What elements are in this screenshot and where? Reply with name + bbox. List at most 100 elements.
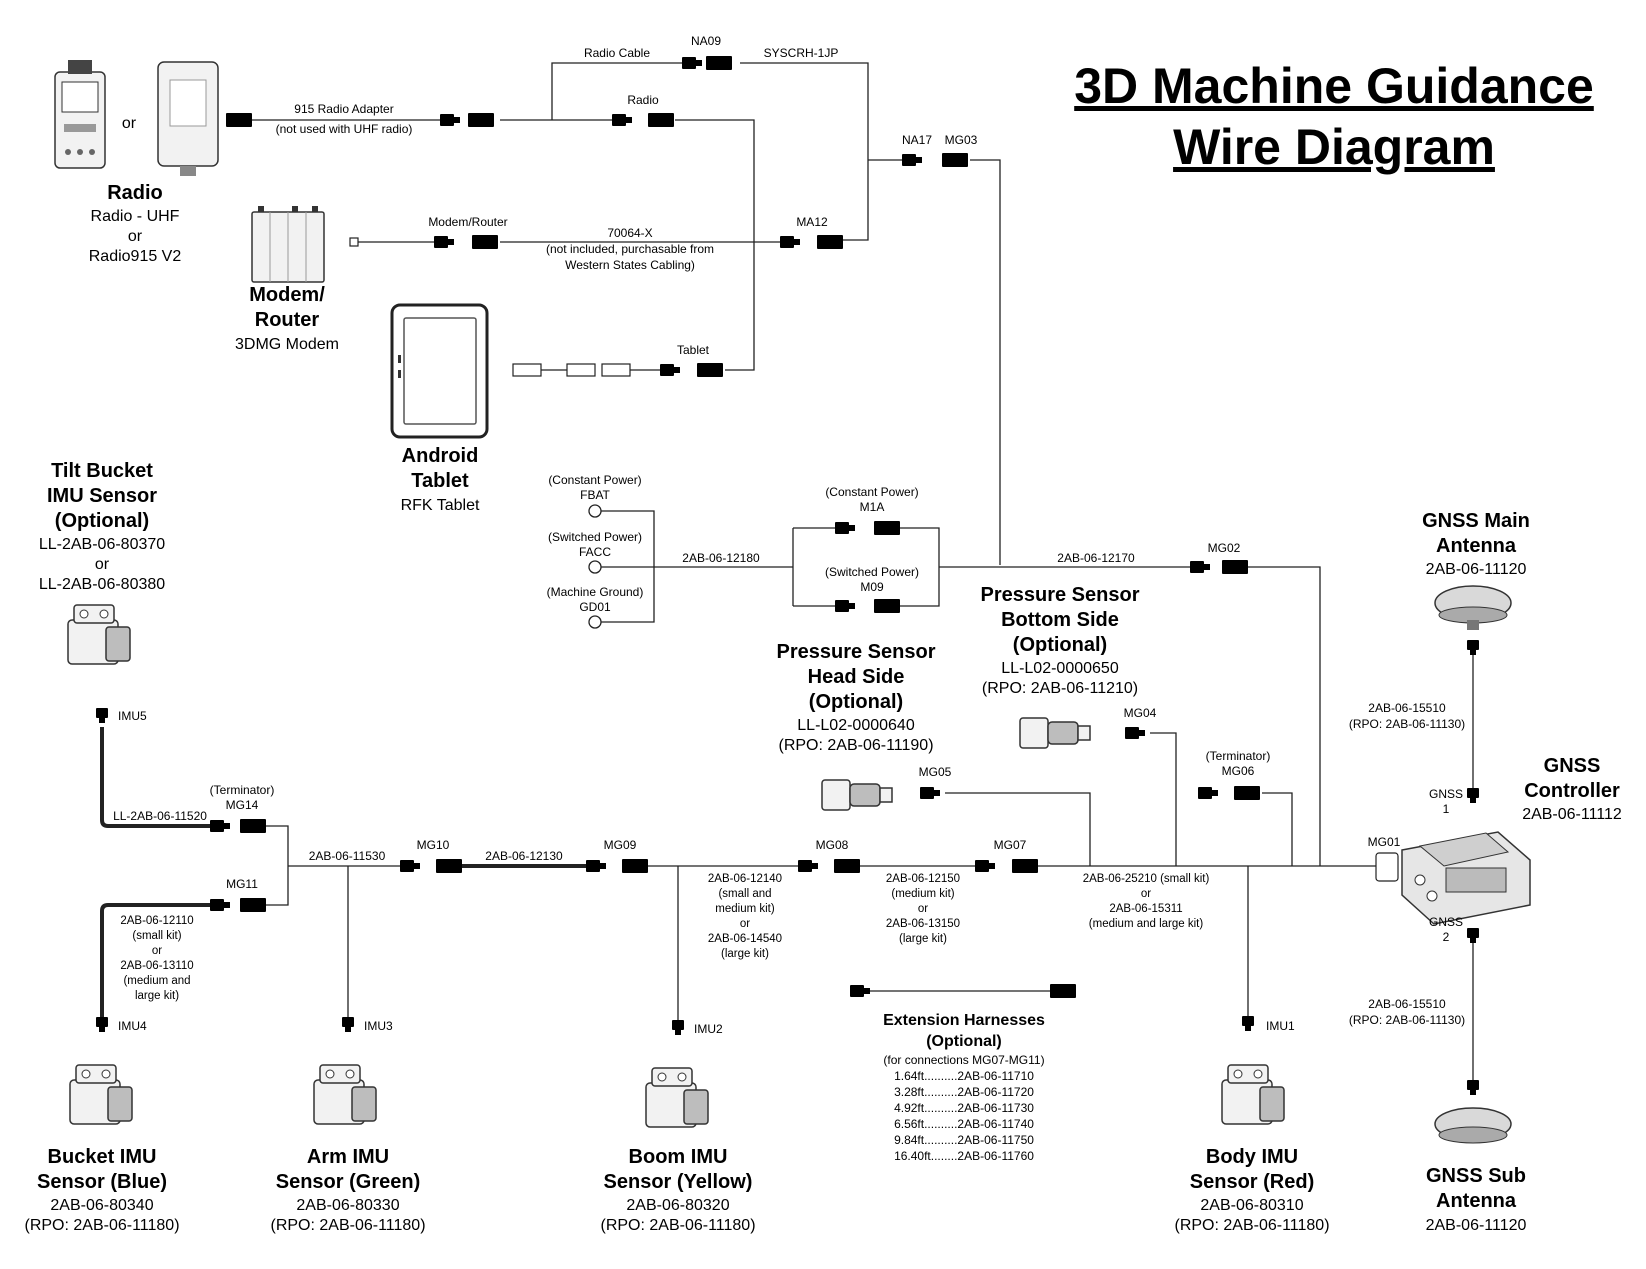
gnss-controller-icon <box>1401 831 1531 925</box>
label-70064-2: (not included, purchasable from <box>546 242 714 256</box>
gnss-controller-name-2: Controller <box>1524 780 1620 802</box>
gnss-main-label: GNSS Main Antenna 2AB-06-11120 <box>1422 510 1530 578</box>
label-mg04: MG04 <box>1124 706 1157 720</box>
extension-item: 16.40ft........2AB-06-11760 <box>894 1149 1034 1163</box>
label-25210-1: 2AB-06-25210 (small kit) <box>1083 873 1210 885</box>
pressure-head-sub-2: (RPO: 2AB-06-11190) <box>778 737 933 754</box>
pressure-bottom-label: Pressure Sensor Bottom Side (Optional) L… <box>981 584 1140 697</box>
gnss-sub-label: GNSS Sub Antenna 2AB-06-11120 <box>1426 1165 1527 1234</box>
label-12150-3: or <box>918 903 928 915</box>
label-mg10: MG10 <box>417 838 450 852</box>
radio-name: Radio <box>107 182 163 204</box>
gnss-main-antenna-icon <box>1434 585 1512 630</box>
label-syscrh: SYSCRH-1JP <box>764 46 839 60</box>
bucket-imu-name-2: Sensor (Blue) <box>37 1171 167 1193</box>
modem-name-2: Router <box>255 309 320 331</box>
label-12150-1: 2AB-06-12150 <box>886 873 960 885</box>
pressure-bottom-name-2: Bottom Side <box>1001 609 1119 631</box>
arm-imu-icon <box>313 1064 377 1125</box>
label-mg05: MG05 <box>919 765 952 779</box>
boom-imu-name-2: Sensor (Yellow) <box>604 1171 753 1193</box>
gnss-main-name-2: Antenna <box>1436 535 1517 557</box>
cable-labels: NA09 Radio Cable SYSCRH-1JP 915 Radio Ad… <box>113 34 1465 1036</box>
radio-uhf-icon <box>54 60 106 169</box>
extension-item: 3.28ft..........2AB-06-11720 <box>894 1085 1034 1099</box>
label-ant-main-2: (RPO: 2AB-06-11130) <box>1349 717 1465 731</box>
extension-title-1: Extension Harnesses <box>883 1012 1045 1029</box>
tablet-name-1: Android <box>402 445 479 467</box>
label-12140-5: 2AB-06-14540 <box>708 933 782 945</box>
diagram-title: 3D Machine Guidance Wire Diagram <box>1074 58 1594 175</box>
pressure-head-sub-1: LL-L02-0000640 <box>797 717 915 734</box>
gnss-controller-name-1: GNSS <box>1544 755 1601 777</box>
label-gnss2-2: 2 <box>1443 930 1450 944</box>
label-70064-1: 70064-X <box>607 226 652 240</box>
modem-icon <box>251 206 325 283</box>
tablet-icon <box>390 303 489 439</box>
label-12110-2: (small kit) <box>132 930 181 942</box>
label-facc-1: (Switched Power) <box>548 530 642 544</box>
body-imu-name-2: Sensor (Red) <box>1190 1171 1314 1193</box>
extension-item: 1.64ft..........2AB-06-11710 <box>894 1069 1034 1083</box>
label-12130: 2AB-06-12130 <box>485 849 563 863</box>
connectors <box>96 56 1479 1095</box>
label-12140-2: (small and <box>718 888 771 900</box>
arm-imu-label: Arm IMU Sensor (Green) 2AB-06-80330 (RPO… <box>270 1146 425 1234</box>
tablet-name-2: Tablet <box>411 470 469 492</box>
boom-imu-sub-1: 2AB-06-80320 <box>626 1197 729 1214</box>
label-radio-conn: Radio <box>627 93 659 107</box>
radio-sub-2: or <box>128 228 143 245</box>
arm-imu-sub-1: 2AB-06-80330 <box>296 1197 399 1214</box>
label-m09-2: M09 <box>860 580 884 594</box>
label-mg08: MG08 <box>816 838 849 852</box>
label-25210-4: (medium and large kit) <box>1089 918 1204 930</box>
modem-name-1: Modem/ <box>249 284 325 306</box>
gnss-main-name-1: GNSS Main <box>1422 510 1530 532</box>
label-adapter-2: (not used with UHF radio) <box>276 122 413 136</box>
body-imu-sub-1: 2AB-06-80310 <box>1200 1197 1303 1214</box>
tilt-imu-name-1: Tilt Bucket <box>51 460 153 482</box>
label-12140-6: (large kit) <box>721 948 769 960</box>
bucket-imu-name-1: Bucket IMU <box>48 1146 157 1168</box>
label-tablet-conn: Tablet <box>677 343 710 357</box>
tilt-imu-sub-1: LL-2AB-06-80370 <box>39 536 165 553</box>
pressure-bottom-sub-2: (RPO: 2AB-06-11210) <box>982 680 1138 697</box>
label-ma12: MA12 <box>796 215 828 229</box>
body-imu-name-1: Body IMU <box>1206 1146 1298 1168</box>
radio-sub-1: Radio - UHF <box>91 208 180 225</box>
pressure-head-icon <box>821 779 893 811</box>
body-imu-label: Body IMU Sensor (Red) 2AB-06-80310 (RPO:… <box>1174 1146 1329 1234</box>
gnss-sub-antenna-icon <box>1434 1107 1512 1144</box>
modem-label: Modem/ Router 3DMG Modem <box>235 284 339 353</box>
label-gnss2-1: GNSS <box>1429 915 1463 929</box>
gnss-sub-sub: 2AB-06-11120 <box>1426 1217 1527 1234</box>
label-11530: 2AB-06-11530 <box>309 849 386 863</box>
title-line-1: 3D Machine Guidance <box>1074 58 1594 114</box>
tilt-imu-name-3: (Optional) <box>55 510 149 532</box>
label-mg02: MG02 <box>1208 541 1241 555</box>
label-mg06-1: (Terminator) <box>1206 749 1271 763</box>
label-12180: 2AB-06-12180 <box>682 551 760 565</box>
tilt-imu-label: Tilt Bucket IMU Sensor (Optional) LL-2AB… <box>39 460 165 593</box>
label-12110-5: (medium and <box>123 975 190 987</box>
gnss-controller-sub: 2AB-06-11112 <box>1522 806 1622 823</box>
label-fbat-2: FBAT <box>580 488 610 502</box>
pressure-head-name-2: Head Side <box>808 666 905 688</box>
pressure-bottom-name-3: (Optional) <box>1013 634 1107 656</box>
label-25210-2: or <box>1141 888 1151 900</box>
label-mg11: MG11 <box>226 877 258 891</box>
label-12110-4: 2AB-06-13110 <box>120 960 193 972</box>
bucket-imu-icon <box>69 1064 133 1125</box>
label-imu1: IMU1 <box>1266 1019 1295 1033</box>
bucket-imu-sub-2: (RPO: 2AB-06-11180) <box>24 1217 179 1234</box>
body-imu-icon <box>1221 1064 1285 1125</box>
boom-imu-sub-2: (RPO: 2AB-06-11180) <box>600 1217 755 1234</box>
bucket-imu-sub-1: 2AB-06-80340 <box>50 1197 153 1214</box>
arm-imu-name-1: Arm IMU <box>307 1146 389 1168</box>
radio-915-icon <box>157 61 219 176</box>
label-na17: NA17 <box>902 133 932 147</box>
label-facc-2: FACC <box>579 545 611 559</box>
extension-harnesses: Extension Harnesses (Optional) (for conn… <box>883 1012 1045 1163</box>
boom-imu-icon <box>645 1067 709 1128</box>
label-mg09: MG09 <box>604 838 637 852</box>
